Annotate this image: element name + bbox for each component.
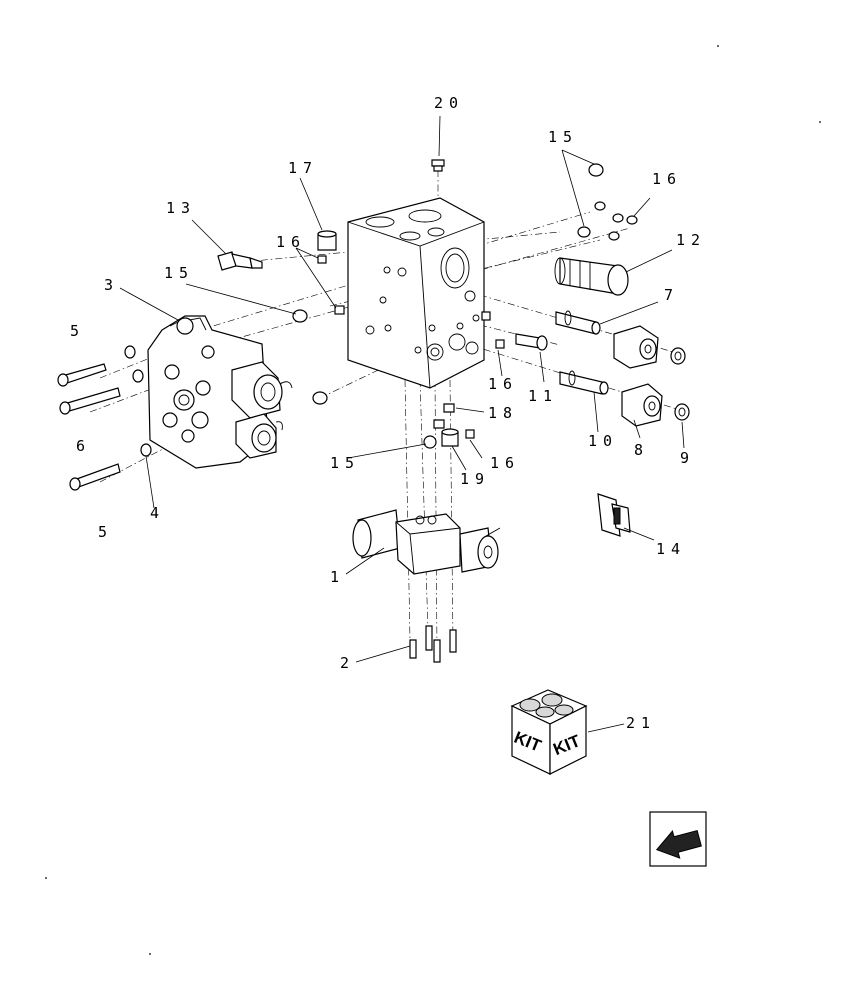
- part-11-stem: [515, 333, 548, 351]
- callout-5-top: 5: [70, 322, 85, 340]
- callout-8: 8: [634, 441, 649, 459]
- callout-16-top-right: 16: [652, 170, 682, 188]
- valve-block: [347, 197, 485, 389]
- callout-16-bottom: 16: [490, 454, 520, 472]
- callout-5-bottom: 5: [98, 523, 113, 541]
- arrow-back-icon[interactable]: [649, 811, 707, 867]
- part-18-19-plugs: [433, 403, 459, 447]
- callout-19: 19: [460, 470, 490, 488]
- part-15-plugs: [292, 163, 604, 449]
- callout-15-bottom: 15: [330, 454, 360, 472]
- coil-upper: [613, 325, 659, 369]
- callout-1: 1: [330, 568, 345, 586]
- part-13-fitting: [217, 251, 263, 271]
- callout-11: 11: [528, 387, 558, 405]
- callout-13: 13: [166, 199, 196, 217]
- callout-9: 9: [680, 449, 695, 467]
- callout-3: 3: [104, 276, 119, 294]
- part-20-plug: [431, 159, 445, 172]
- part-2-bolts: [409, 625, 457, 663]
- callout-labels: 20 15 17 16 13 16 12 15 3 7 5 16 11 18 1…: [70, 94, 706, 732]
- callout-18: 18: [488, 404, 518, 422]
- part-10-stem: [559, 370, 609, 395]
- part-3-valve-assembly: [147, 315, 293, 469]
- part-16-plugs: [317, 255, 505, 439]
- part-14-connector: [597, 493, 631, 537]
- part-4-washers: [124, 345, 152, 457]
- part-16-right-plugs: [594, 201, 638, 241]
- callout-2: 2: [340, 654, 355, 672]
- leader-lines: [119, 115, 685, 733]
- coil-lower: [621, 383, 663, 427]
- part-12-cartridge: [554, 257, 629, 296]
- callout-16-mid: 16: [488, 375, 518, 393]
- callout-7: 7: [664, 286, 679, 304]
- part-1-solenoid-valve: [352, 509, 501, 575]
- callout-16-left: 16: [276, 233, 306, 251]
- callout-10: 10: [588, 432, 618, 450]
- callout-12: 12: [676, 231, 706, 249]
- callout-21: 21: [626, 714, 656, 732]
- part-5-6-bolts: [57, 363, 121, 491]
- part-17-cap: [317, 230, 337, 251]
- callout-15-left: 15: [164, 264, 194, 282]
- part-21-kit-box: KIT KIT: [510, 689, 588, 775]
- part-7-stem: [555, 310, 601, 335]
- callout-14: 14: [656, 540, 686, 558]
- part-9-nuts: [670, 347, 690, 421]
- scan-specks: [45, 45, 821, 955]
- callout-6: 6: [76, 437, 91, 455]
- callout-4: 4: [150, 504, 165, 522]
- callout-20: 20: [434, 94, 464, 112]
- callout-15-top: 15: [548, 128, 578, 146]
- callout-17: 17: [288, 159, 318, 177]
